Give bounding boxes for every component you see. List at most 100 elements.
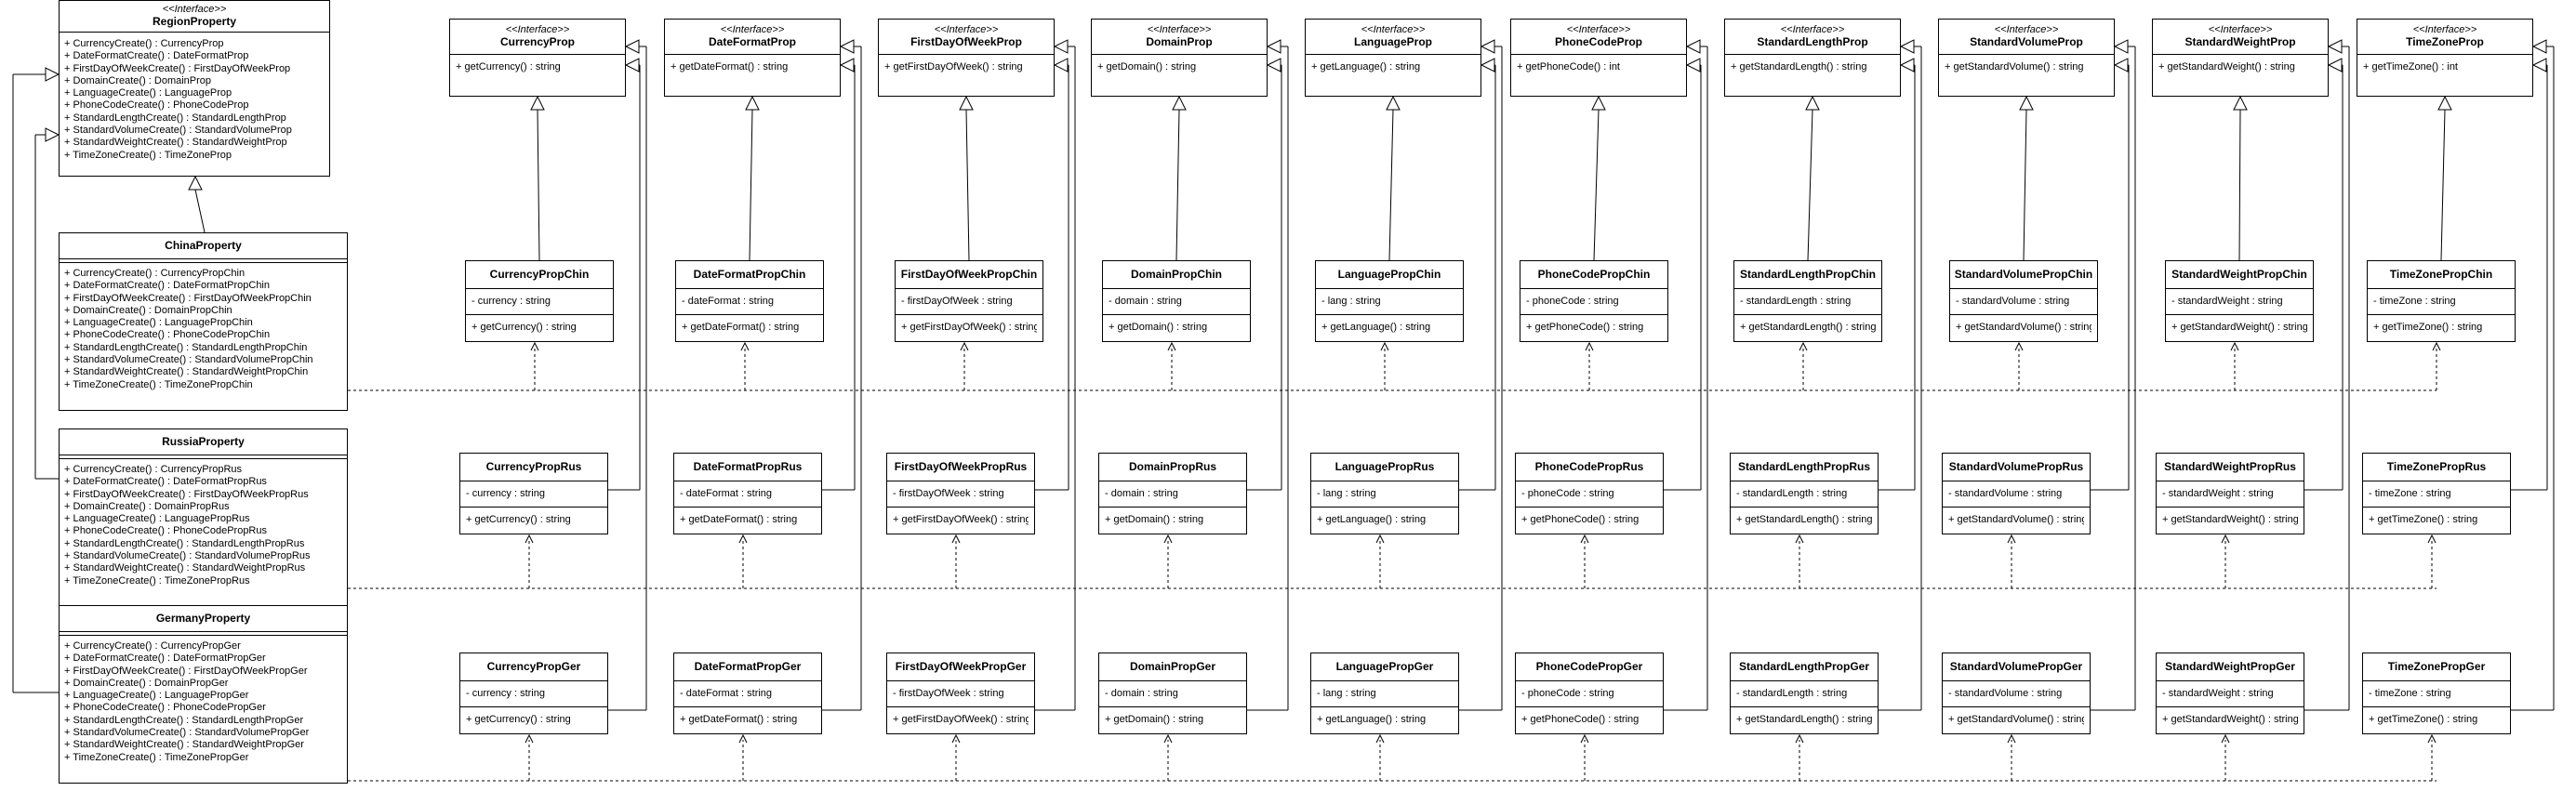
class-language-prop-ger[interactable]: LanguagePropGer- lang : string+ getLangu…	[1310, 653, 1459, 734]
class-first-day-of-week-prop-ger[interactable]: FirstDayOfWeekPropGer- firstDayOfWeek : …	[886, 653, 1035, 734]
class-phone-code-prop-rus[interactable]: PhoneCodePropRus- phoneCode : string+ ge…	[1515, 453, 1664, 534]
interface-domain-prop[interactable]: <<Interface>>DomainProp+ getDomain() : s…	[1091, 19, 1268, 97]
class-russia-property[interactable]: RussiaProperty+ CurrencyCreate() : Curre…	[59, 428, 348, 607]
class-standard-weight-prop-ger[interactable]: StandardWeightPropGer- standardWeight : …	[2156, 653, 2304, 734]
method-row: + DateFormatCreate() : DateFormatProp	[64, 50, 249, 62]
triangle-rus-date-format-prop	[839, 58, 855, 73]
method-row: + getStandardLength() : string	[1731, 61, 1867, 73]
class-name: FirstDayOfWeekPropRus	[887, 454, 1034, 481]
class-standard-length-prop-chin[interactable]: StandardLengthPropChin- standardLength :…	[1733, 260, 1882, 342]
interface-header: <<Interface>>CurrencyProp	[450, 20, 625, 55]
interface-methods: + getTimeZone() : int	[2357, 55, 2532, 80]
class-standard-volume-prop-rus[interactable]: StandardVolumePropRus- standardVolume : …	[1942, 453, 2091, 534]
class-name: GermanyProperty	[60, 606, 347, 632]
class-name-text: FirstDayOfWeekPropGer	[895, 660, 1027, 673]
dependency-arrow-standard-length-prop-chin	[1799, 341, 1808, 351]
method-row: + getDomain() : string	[1097, 61, 1197, 73]
interface-phone-code-prop[interactable]: <<Interface>>PhoneCodeProp+ getPhoneCode…	[1510, 19, 1687, 97]
class-name-text: PhoneCodePropChin	[1537, 268, 1651, 281]
interface-name: RegionProperty	[152, 15, 236, 28]
class-first-day-of-week-prop-chin[interactable]: FirstDayOfWeekPropChin- firstDayOfWeek :…	[895, 260, 1043, 342]
dependency-arrow-date-format-prop-ger	[738, 733, 748, 744]
method-row: + FirstDayOfWeekCreate() : FirstDayOfWee…	[64, 488, 309, 500]
class-time-zone-prop-ger[interactable]: TimeZonePropGer- timeZone : string+ getT…	[2362, 653, 2511, 734]
attribute-row: - timeZone : string	[2373, 296, 2456, 307]
attribute-row: - standardWeight : string	[2171, 296, 2283, 307]
method-row: + DateFormatCreate() : DateFormatPropGer	[64, 653, 266, 665]
method-row: + FirstDayOfWeekCreate() : FirstDayOfWee…	[64, 292, 312, 304]
class-china-property[interactable]: ChinaProperty+ CurrencyCreate() : Curren…	[59, 232, 348, 411]
interface-stereotype: <<Interface>>	[934, 24, 999, 35]
triangle-ger-first-day-of-week-prop	[1053, 39, 1069, 54]
class-attributes: - phoneCode : string	[1516, 481, 1663, 508]
class-name: DomainPropRus	[1099, 454, 1246, 481]
method-row: + getFirstDayOfWeek() : string	[884, 61, 1023, 73]
class-date-format-prop-chin[interactable]: DateFormatPropChin- dateFormat : string+…	[675, 260, 824, 342]
method-row: + getLanguage() : string	[1321, 322, 1431, 334]
class-currency-prop-rus[interactable]: CurrencyPropRus- currency : string+ getC…	[459, 453, 608, 534]
triangle-phone-code-prop	[1591, 95, 1606, 111]
realization-standard-length-prop-chin	[1807, 109, 1813, 261]
class-name: StandardWeightPropGer	[2157, 653, 2304, 681]
class-name: ChinaProperty	[60, 233, 347, 259]
interface-standard-length-prop[interactable]: <<Interface>>StandardLengthProp+ getStan…	[1724, 19, 1901, 97]
class-standard-volume-prop-chin[interactable]: StandardVolumePropChin- standardVolume :…	[1949, 260, 2098, 342]
interface-standard-volume-prop[interactable]: <<Interface>>StandardVolumeProp+ getStan…	[1938, 19, 2115, 97]
interface-first-day-of-week-prop[interactable]: <<Interface>>FirstDayOfWeekProp+ getFirs…	[878, 19, 1055, 97]
class-methods: + getDomain() : string	[1099, 707, 1246, 732]
class-domain-prop-ger[interactable]: DomainPropGer- domain : string+ getDomai…	[1098, 653, 1247, 734]
class-domain-prop-chin[interactable]: DomainPropChin- domain : string+ getDoma…	[1102, 260, 1251, 342]
attribute-row: - dateFormat : string	[680, 688, 773, 699]
class-methods: + getTimeZone() : string	[2368, 315, 2515, 340]
dependency-arrow-language-prop-ger	[1375, 733, 1385, 744]
class-domain-prop-rus[interactable]: DomainPropRus- domain : string+ getDomai…	[1098, 453, 1247, 534]
class-standard-volume-prop-ger[interactable]: StandardVolumePropGer- standardVolume : …	[1942, 653, 2091, 734]
interface-header: <<Interface>>LanguageProp	[1306, 20, 1481, 55]
dependency-arrow-domain-prop-rus	[1163, 534, 1173, 544]
attribute-row: - currency : string	[466, 488, 545, 499]
class-phone-code-prop-chin[interactable]: PhoneCodePropChin- phoneCode : string+ g…	[1520, 260, 1668, 342]
interface-currency-prop[interactable]: <<Interface>>CurrencyProp+ getCurrency()…	[449, 19, 626, 97]
attribute-row: - standardWeight : string	[2162, 488, 2274, 499]
class-standard-length-prop-ger[interactable]: StandardLengthPropGer- standardLength : …	[1730, 653, 1879, 734]
interface-header: <<Interface>>PhoneCodeProp	[1511, 20, 1686, 55]
interface-date-format-prop[interactable]: <<Interface>>DateFormatProp+ getDateForm…	[664, 19, 841, 97]
class-name: DateFormatPropChin	[676, 261, 823, 289]
class-name: LanguagePropGer	[1311, 653, 1458, 681]
triangle-standard-weight-prop	[2233, 95, 2248, 111]
method-row: + getDomain() : string	[1105, 514, 1204, 526]
class-name: FirstDayOfWeekPropGer	[887, 653, 1034, 681]
class-name-text: LanguagePropGer	[1335, 660, 1434, 673]
method-row: + getStandardVolume() : string	[1948, 714, 2084, 726]
class-name-text: TimeZonePropRus	[2386, 460, 2487, 473]
class-date-format-prop-rus[interactable]: DateFormatPropRus- dateFormat : string+ …	[673, 453, 822, 534]
method-row: + TimeZoneCreate() : TimeZoneProp	[64, 149, 232, 161]
interface-region-property[interactable]: <<Interface>>RegionProperty+ CurrencyCre…	[59, 0, 330, 177]
interface-header: <<Interface>>TimeZoneProp	[2357, 20, 2532, 55]
triangle-rus-time-zone-prop	[2531, 58, 2547, 73]
class-language-prop-chin[interactable]: LanguagePropChin- lang : string+ getLang…	[1315, 260, 1464, 342]
class-currency-prop-chin[interactable]: CurrencyPropChin- currency : string+ get…	[465, 260, 614, 342]
dependency-arrow-phone-code-prop-ger	[1580, 733, 1589, 744]
interface-time-zone-prop[interactable]: <<Interface>>TimeZoneProp+ getTimeZone()…	[2357, 19, 2533, 97]
method-row: + FirstDayOfWeekCreate() : FirstDayOfWee…	[64, 62, 291, 74]
triangle-currency-prop	[530, 95, 545, 111]
class-date-format-prop-ger[interactable]: DateFormatPropGer- dateFormat : string+ …	[673, 653, 822, 734]
class-attributes: - timeZone : string	[2368, 289, 2515, 316]
class-time-zone-prop-rus[interactable]: TimeZonePropRus- timeZone : string+ getT…	[2362, 453, 2511, 534]
class-standard-weight-prop-chin[interactable]: StandardWeightPropChin- standardWeight :…	[2165, 260, 2314, 342]
class-germany-property[interactable]: GermanyProperty+ CurrencyCreate() : Curr…	[59, 605, 348, 784]
interface-language-prop[interactable]: <<Interface>>LanguageProp+ getLanguage()…	[1305, 19, 1481, 97]
class-standard-weight-prop-rus[interactable]: StandardWeightPropRus- standardWeight : …	[2156, 453, 2304, 534]
class-language-prop-rus[interactable]: LanguagePropRus- lang : string+ getLangu…	[1310, 453, 1459, 534]
triangle-ger-standard-volume-prop	[2113, 39, 2129, 54]
class-name-text: CurrencyPropGer	[486, 660, 581, 673]
class-phone-code-prop-ger[interactable]: PhoneCodePropGer- phoneCode : string+ ge…	[1515, 653, 1664, 734]
triangle-region-property-china	[188, 175, 203, 191]
class-first-day-of-week-prop-rus[interactable]: FirstDayOfWeekPropRus- firstDayOfWeek : …	[886, 453, 1035, 534]
class-standard-length-prop-rus[interactable]: StandardLengthPropRus- standardLength : …	[1730, 453, 1879, 534]
class-attributes: - standardLength : string	[1734, 289, 1881, 316]
interface-standard-weight-prop[interactable]: <<Interface>>StandardWeightProp+ getStan…	[2152, 19, 2329, 97]
class-currency-prop-ger[interactable]: CurrencyPropGer- currency : string+ getC…	[459, 653, 608, 734]
class-time-zone-prop-chin[interactable]: TimeZonePropChin- timeZone : string+ get…	[2367, 260, 2516, 342]
